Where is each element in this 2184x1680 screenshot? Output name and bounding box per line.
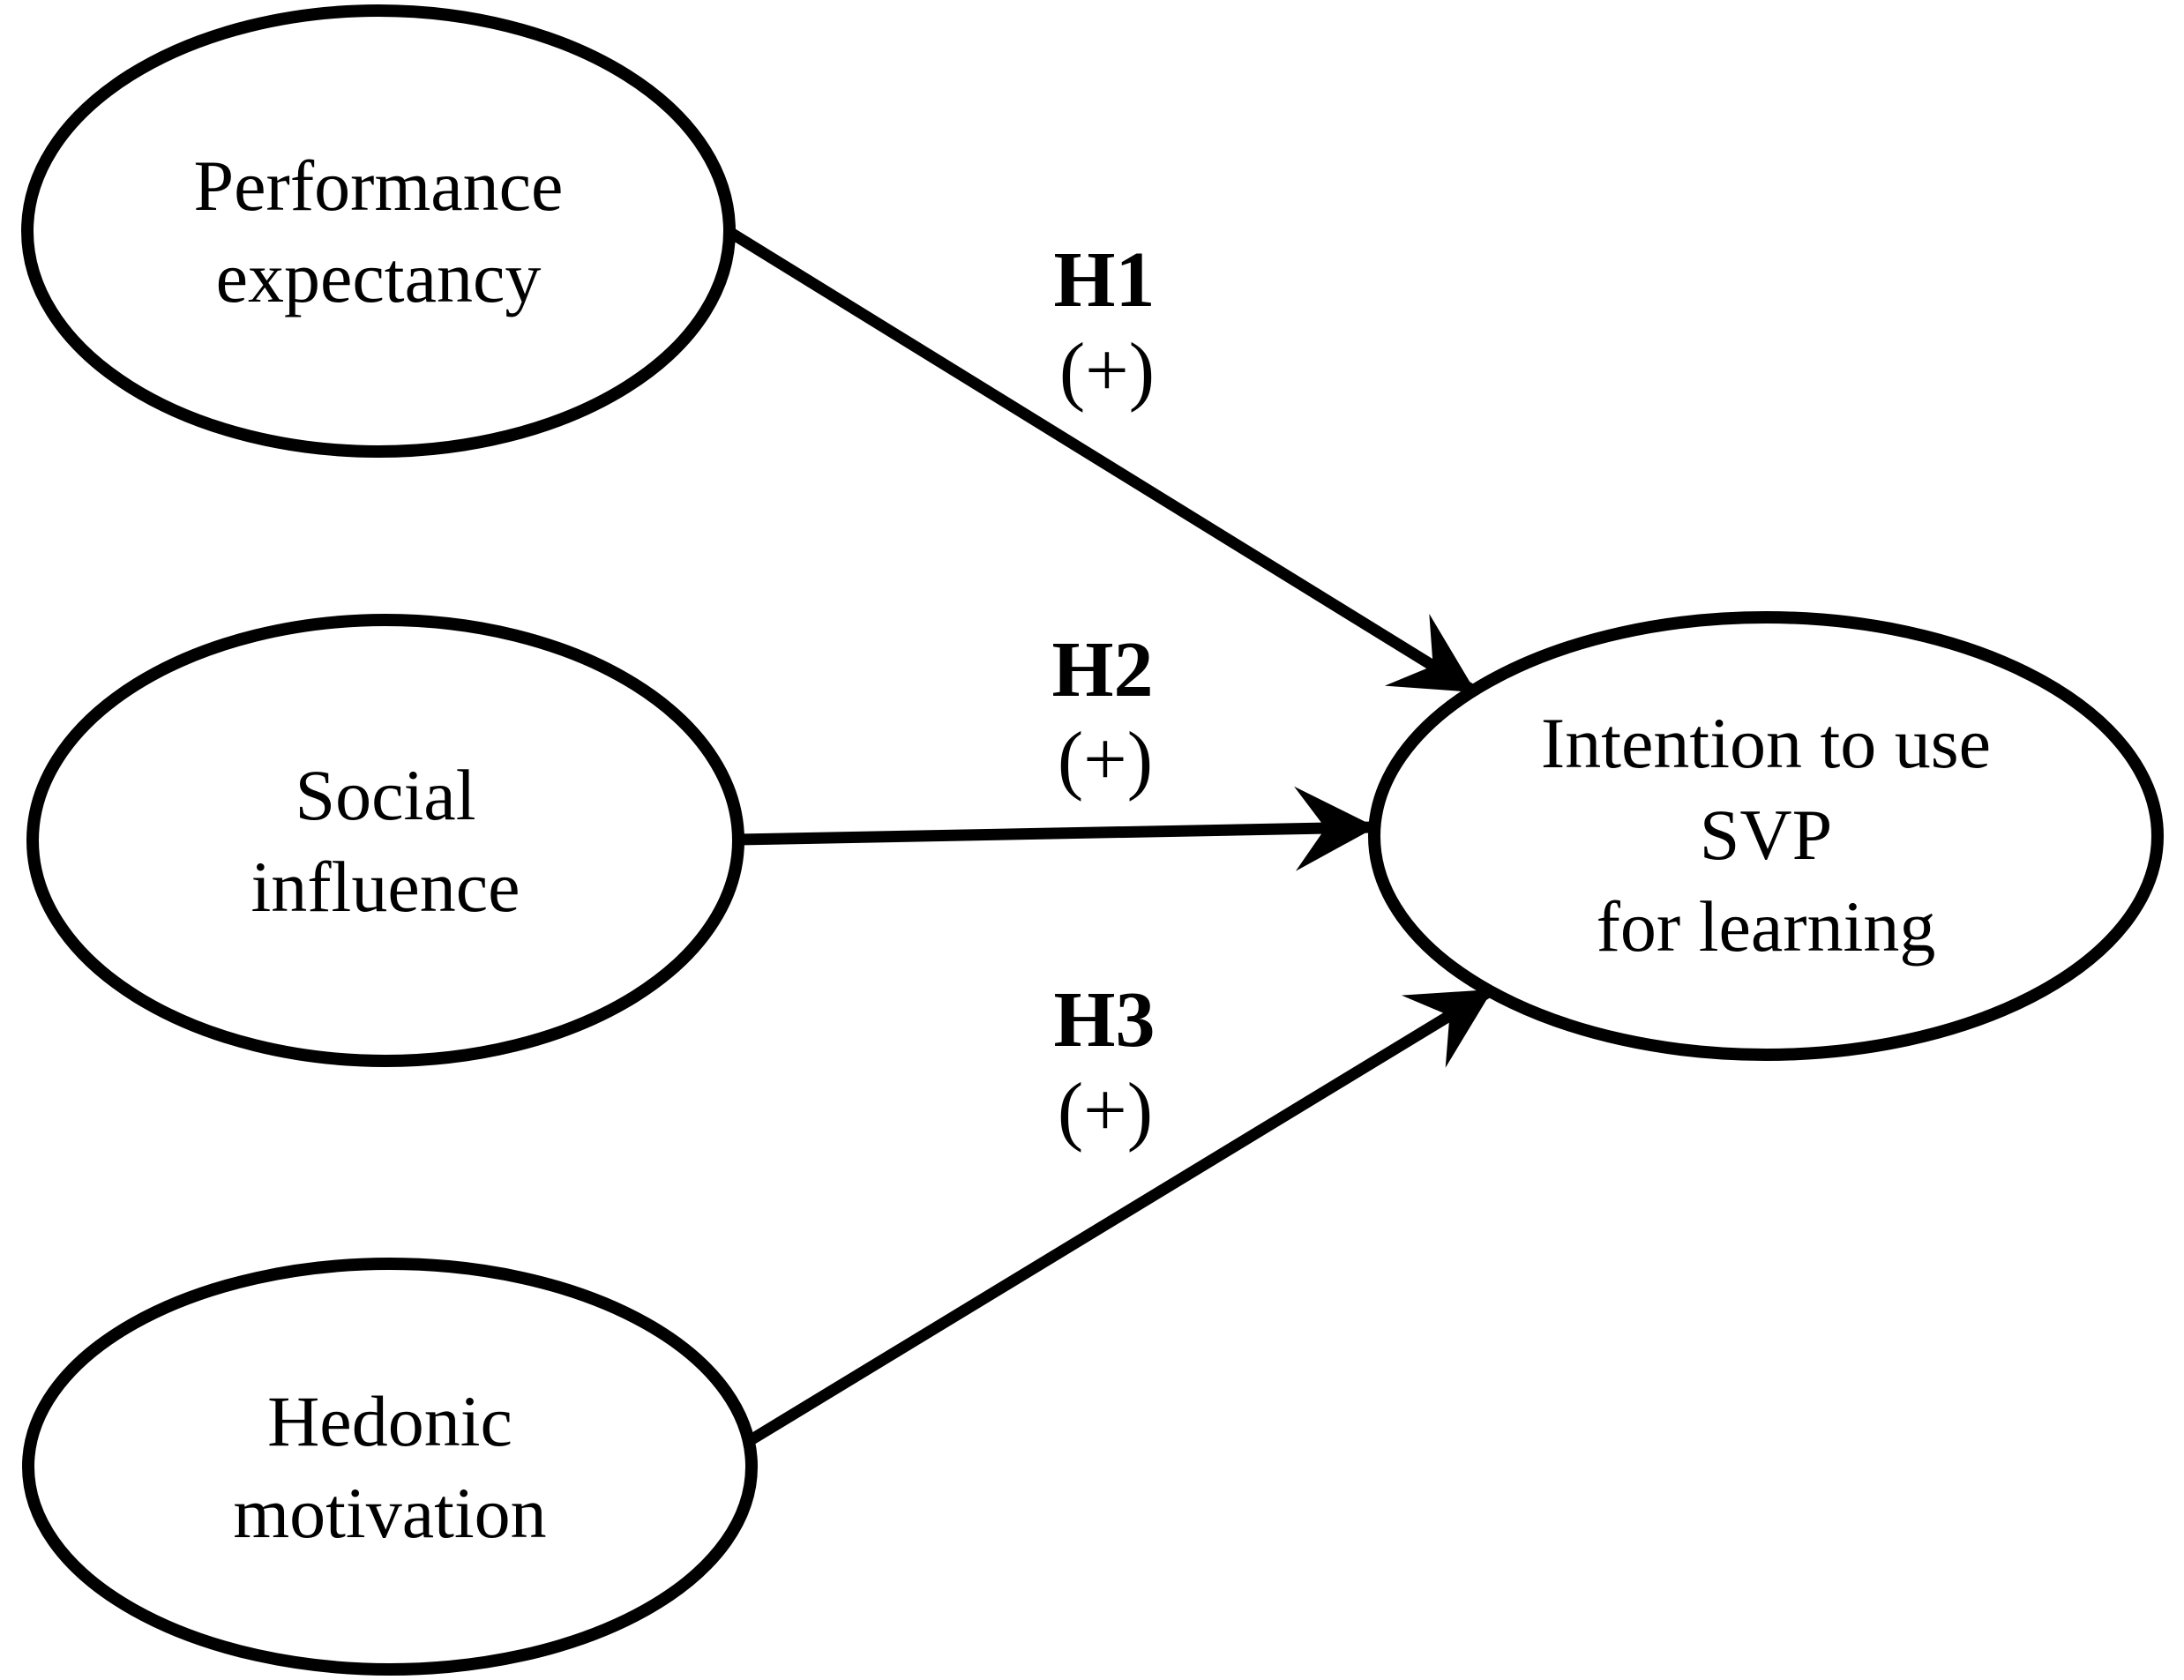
- node-performance-expectancy: Performance expectancy: [21, 4, 736, 458]
- node-social-influence: Social influence: [26, 614, 744, 1067]
- node-intention-label-line3: for learning: [1597, 886, 1936, 967]
- arrow-h2-sign: (+): [1058, 717, 1153, 803]
- arrow-h2-label: H2: [1051, 626, 1153, 713]
- node-performance-expectancy-label-line1: Performance: [194, 146, 564, 226]
- node-social-influence-ellipse: [26, 614, 744, 1067]
- arrow-h3-sign: (+): [1058, 1068, 1153, 1154]
- node-performance-expectancy-ellipse: [21, 4, 736, 458]
- node-hedonic-motivation: Hedonic motivation: [22, 1258, 758, 1676]
- node-intention-to-use-svp: Intention to use SVP for learning: [1368, 611, 2164, 1061]
- node-performance-expectancy-label-line2: expectancy: [216, 237, 542, 317]
- arrow-h2: H2 (+): [737, 626, 1376, 871]
- arrow-h3: H3 (+): [743, 976, 1493, 1448]
- node-social-influence-label-line2: influence: [251, 847, 520, 927]
- node-hedonic-motivation-label-line2: motivation: [233, 1473, 546, 1553]
- arrow-h1-label: H1: [1053, 236, 1155, 324]
- node-hedonic-motivation-label-line1: Hedonic: [267, 1381, 512, 1461]
- arrow-h1-line: [726, 227, 1477, 696]
- node-hedonic-motivation-ellipse: [22, 1258, 758, 1676]
- arrow-h3-line: [743, 986, 1493, 1448]
- arrow-h3-label: H3: [1053, 976, 1155, 1064]
- arrow-h1-sign: (+): [1059, 328, 1155, 414]
- node-intention-label-line2: SVP: [1700, 795, 1832, 875]
- node-intention-label-line1: Intention to use: [1541, 703, 1991, 783]
- node-social-influence-label-line1: Social: [295, 755, 476, 835]
- arrow-h1: H1 (+): [726, 227, 1477, 696]
- arrow-h2-line: [737, 786, 1376, 871]
- node-intention-to-use-svp-ellipse: [1368, 611, 2164, 1061]
